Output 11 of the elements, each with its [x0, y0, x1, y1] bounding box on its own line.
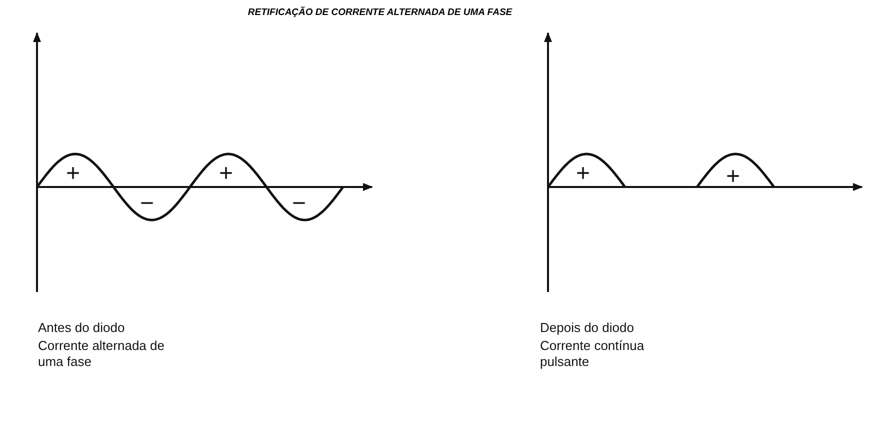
minus-sign: −: [292, 192, 306, 216]
minus-sign: −: [140, 192, 154, 216]
plus-sign: +: [726, 165, 740, 189]
caption: Corrente contínua pulsante: [540, 338, 646, 370]
plus-sign: +: [219, 162, 234, 186]
caption: Corrente alternada de uma fase: [38, 338, 166, 370]
title: RETIFICAÇÃO DE CORRENTE ALTERNADA DE UMA FASE: [246, 7, 514, 18]
caption-heading: Depois do diodo: [540, 320, 635, 336]
plus-sign: +: [576, 162, 590, 186]
caption-heading: Antes do diodo: [38, 320, 126, 336]
plus-sign: +: [66, 162, 80, 186]
